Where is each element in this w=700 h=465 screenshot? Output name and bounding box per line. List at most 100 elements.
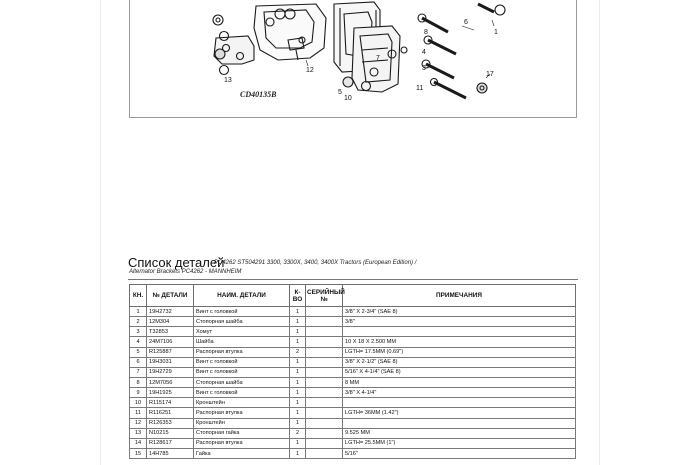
diagram-code: CD40135B xyxy=(240,90,277,99)
notes-cell: 3/8" xyxy=(342,316,576,328)
quantity-cell: 1 xyxy=(289,376,306,389)
serial-number-cell xyxy=(305,376,343,389)
header-part-number: № ДЕТАЛИ xyxy=(146,284,194,307)
notes-cell: 5/16" xyxy=(342,447,576,460)
callout-label: 10 xyxy=(344,95,352,102)
serial-number-cell xyxy=(305,356,343,368)
part-name-cell: Стопорная шайба xyxy=(193,316,290,328)
part-number-cell: 12M304 xyxy=(146,316,194,328)
serial-number-cell xyxy=(305,427,343,439)
part-number-cell: R126353 xyxy=(146,417,194,429)
item-number-cell: 4 xyxy=(129,336,147,348)
part-name-cell: Стопорная шайба xyxy=(193,376,290,389)
notes-cell xyxy=(342,326,576,338)
quantity-cell: 1 xyxy=(289,397,306,409)
callout-label: 13 xyxy=(224,77,232,84)
quantity-cell: 1 xyxy=(289,387,306,399)
item-number-cell: 2 xyxy=(129,316,147,328)
serial-number-cell xyxy=(305,316,343,328)
part-number-cell: 19H2729 xyxy=(146,366,194,378)
item-number-cell: 11 xyxy=(129,407,147,419)
notes-cell: 3/8" X 4-1/4" xyxy=(342,387,576,399)
section-model: PC4262 ST504291 3300, 3300X, 3400, 3400X… xyxy=(214,260,417,266)
header-serial-number: СЕРИЙНЫЙ № xyxy=(305,284,345,307)
parts-table: КН. № ДЕТАЛИ НАИМ. ДЕТАЛИ К-ВО СЕРИЙНЫЙ … xyxy=(129,284,576,460)
serial-number-cell xyxy=(305,326,343,338)
item-number-cell: 1 xyxy=(129,305,147,318)
quantity-cell: 2 xyxy=(289,427,306,439)
table-header-row: КН. № ДЕТАЛИ НАИМ. ДЕТАЛИ К-ВО СЕРИЙНЫЙ … xyxy=(129,284,576,307)
callout-label: 11 xyxy=(416,85,423,92)
item-number-cell: 8 xyxy=(129,376,147,389)
header-item-number: КН. xyxy=(129,284,147,307)
document-page: 6 1 8 4 3 12 13 11 7 17 10 5 CD40135B Сп… xyxy=(101,0,599,465)
part-number-cell: 24M7106 xyxy=(146,336,194,348)
part-name-cell: Гайка xyxy=(193,447,290,460)
part-number-cell: 12M7056 xyxy=(146,376,194,389)
part-number-cell: R116251 xyxy=(146,407,194,419)
part-name-cell: Хомут xyxy=(193,326,290,338)
serial-number-cell xyxy=(305,346,343,358)
item-number-cell: 7 xyxy=(129,366,147,378)
callout-label: 5 xyxy=(338,89,342,96)
notes-cell: LGTH= 17.5MM (0.69") xyxy=(342,346,576,358)
quantity-cell: 1 xyxy=(289,336,306,348)
part-name-cell: Распорная втулка xyxy=(193,346,290,358)
part-number-cell: R125887 xyxy=(146,346,194,358)
part-number-cell: 19H1925 xyxy=(146,387,194,399)
callout-label: 17 xyxy=(486,71,494,78)
callout-label: 8 xyxy=(424,29,428,36)
item-number-cell: 5 xyxy=(129,346,147,358)
part-number-cell: 19H2732 xyxy=(146,305,194,318)
part-name-cell: Винт с головкой xyxy=(193,366,290,378)
exploded-diagram-frame: 6 1 8 4 3 12 13 11 7 17 10 5 CD40135B xyxy=(129,0,577,118)
part-name-cell: Шайба xyxy=(193,336,290,348)
quantity-cell: 1 xyxy=(289,356,306,368)
notes-cell: 3/8" X 2-1/2" (SAE 8) xyxy=(342,356,576,368)
quantity-cell: 1 xyxy=(289,326,306,338)
callout-label: 7 xyxy=(376,55,380,62)
part-name-cell: Распорная втулка xyxy=(193,437,290,449)
section-title: Список деталей xyxy=(128,255,225,270)
serial-number-cell xyxy=(305,366,343,378)
quantity-cell: 1 xyxy=(289,417,306,429)
part-name-cell: Кронштейн xyxy=(193,397,290,409)
section-subtitle: Alternator Brackets PC4262 - MANNHEIM xyxy=(129,269,242,275)
callout-label: 6 xyxy=(464,19,468,26)
part-number-cell: R128617 xyxy=(146,437,194,449)
part-name-cell: Винт с головкой xyxy=(193,305,290,318)
quantity-cell: 1 xyxy=(289,366,306,378)
quantity-cell: 2 xyxy=(289,346,306,358)
notes-cell: 5/16" X 4-1/4" (SAE 8) xyxy=(342,366,576,378)
item-number-cell: 10 xyxy=(129,397,147,409)
part-number-cell: T32853 xyxy=(146,326,194,338)
part-name-cell: Винт с головкой xyxy=(193,387,290,399)
part-number-cell: 19H3031 xyxy=(146,356,194,368)
quantity-cell: 1 xyxy=(289,407,306,419)
notes-cell: 3/8" X 2-3/4" (SAE 8) xyxy=(342,305,576,318)
quantity-cell: 1 xyxy=(289,437,306,449)
item-number-cell: 12 xyxy=(129,417,147,429)
item-number-cell: 6 xyxy=(129,356,147,368)
notes-cell: 8 MM xyxy=(342,376,576,389)
diagram-callouts: 6 1 8 4 3 12 13 11 7 17 10 5 xyxy=(224,19,498,102)
notes-cell xyxy=(342,417,576,429)
part-number-cell: 14H785 xyxy=(146,447,194,460)
serial-number-cell xyxy=(305,397,343,409)
serial-number-cell xyxy=(305,407,343,419)
notes-cell: 10 X 18 X 2.500 MM xyxy=(342,336,576,348)
part-name-cell: Распорная втулка xyxy=(193,407,290,419)
item-number-cell: 3 xyxy=(129,326,147,338)
diagram-drawing xyxy=(212,1,506,100)
header-part-name: НАИМ. ДЕТАЛИ xyxy=(193,284,290,307)
